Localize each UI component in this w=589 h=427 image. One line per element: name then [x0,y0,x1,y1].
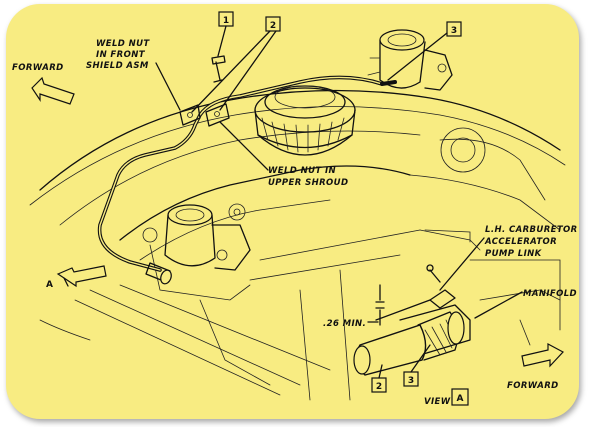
callout-2-detail: 2 [371,364,387,393]
carb-link-line-2: ACCELERATOR [484,237,557,247]
manifold-label: MANIFOLD [474,289,577,319]
callout-2-number: 2 [270,21,276,31]
left-carburetor [142,203,251,301]
view-label-text: VIEW [424,397,451,407]
view-arrow-letter: A [46,280,53,290]
view-a-label: VIEW A [424,388,469,407]
callout-2-detail-number: 2 [376,382,382,392]
view-a-detail: .26 MIN. [323,229,471,376]
carb-link-line-3: PUMP LINK [485,249,543,259]
forward-top-arrow: FORWARD [12,63,75,105]
callout-2: 2 [191,16,281,113]
weld-nut-upper-line-1: WELD NUT IN [268,166,336,176]
weld-nut-front-line-1: WELD NUT [96,39,150,49]
callout-3-detail: 3 [403,344,431,387]
right-carburetor [367,29,453,91]
diagram-card: 1 2 3 WELD NUT IN FRONT SHIELD ASM WELD … [6,4,579,419]
weld-nut-upper-line-2: UPPER SHROUD [268,178,348,188]
weld-nut-front-line-3: SHIELD ASM [86,61,149,71]
weld-nut-front-label: WELD NUT IN FRONT SHIELD ASM [86,39,181,111]
weld-nut-upper-label: WELD NUT IN UPPER SHROUD [219,121,348,188]
forward-top-label: FORWARD [12,63,64,73]
weld-nut-front-line-2: IN FRONT [96,50,146,60]
engine-diagram: 1 2 3 WELD NUT IN FRONT SHIELD ASM WELD … [12,11,578,407]
view-label-letter: A [457,394,464,404]
dimension-label: .26 MIN. [323,319,366,329]
view-a-arrow: A [46,265,107,290]
callout-1-number: 1 [223,16,229,26]
engine-body [29,89,566,401]
forward-bottom-label: FORWARD [507,381,559,391]
callout-1: 1 [217,11,234,57]
carburetor-link-label: L.H. CARBURETOR ACCELERATOR PUMP LINK [439,225,578,291]
callout-3-number: 3 [451,26,457,36]
carb-link-line-1: L.H. CARBURETOR [485,225,578,235]
forward-bottom-arrow: FORWARD [507,343,564,391]
cable-routing [97,75,397,285]
manifold-text: MANIFOLD [523,289,577,299]
callout-3: 3 [387,21,462,81]
cable-brackets [179,55,230,127]
air-cleaner [254,85,356,156]
callout-3-detail-number: 3 [408,376,414,386]
